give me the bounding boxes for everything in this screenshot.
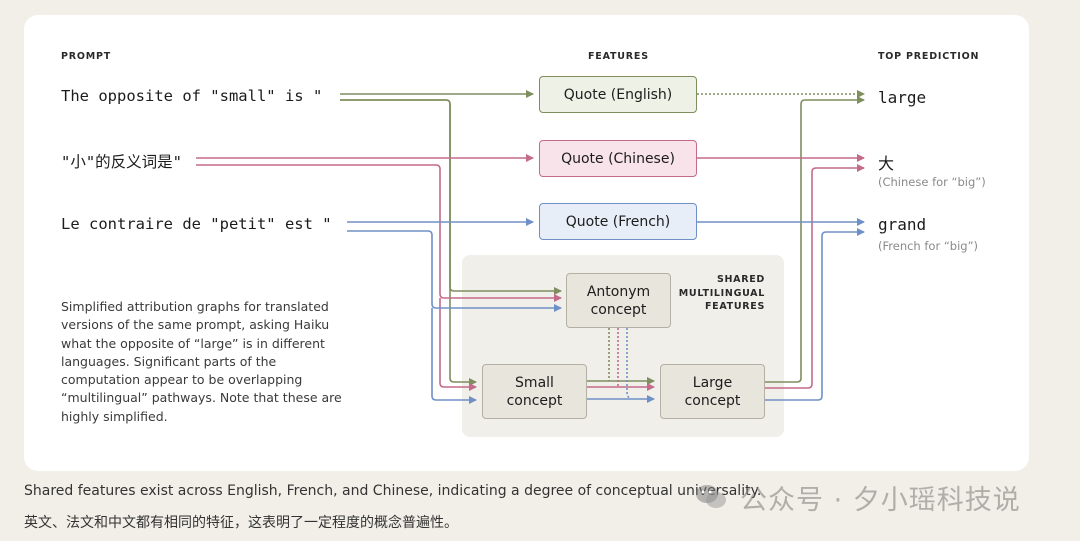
wire-fr-to-antonym [347, 230, 562, 312]
wire-zh-to-antonym [196, 164, 562, 302]
prompt-header: PROMPT [61, 51, 112, 62]
prompt-french: Le contraire de "petit" est " [61, 215, 332, 233]
antonym-concept-label: Antonym concept [586, 283, 651, 318]
watermark-text: 公众号 · 夕小瑶科技说 [740, 485, 1021, 516]
shared-multilingual-label: SHARED MULTILINGUAL FEATURES [678, 274, 765, 312]
quote-chinese-feature: Quote (Chinese) [539, 140, 697, 177]
diagram-description: Simplified attribution graphs for transl… [61, 299, 342, 424]
prompt-chinese: "小"的反义词是" [61, 153, 182, 171]
quote-french-feature: Quote (French) [539, 203, 697, 240]
large-concept-label: Large concept [684, 374, 741, 409]
wire-large-to-grand [765, 228, 865, 401]
prompt-english: The opposite of "small" is " [61, 87, 323, 105]
wire-fr-to-small [431, 308, 477, 404]
quote-english-label: Quote (English) [563, 86, 673, 103]
small-concept-feature: Small concept [482, 364, 587, 419]
antonym-concept-feature: Antonym concept [566, 273, 671, 328]
quote-french-label: Quote (French) [565, 213, 671, 230]
prediction-chinese: 大 [878, 154, 895, 173]
prediction-french: grand [878, 215, 927, 234]
prediction-chinese-note: (Chinese for “big”) [878, 175, 986, 189]
top-prediction-header: TOP PREDICTION [878, 51, 980, 62]
prediction-french-note: (French for “big”) [878, 239, 979, 253]
wire-large-to-large [765, 96, 865, 383]
large-concept-feature: Large concept [660, 364, 765, 419]
wire-en-to-small [340, 99, 477, 386]
prediction-english: large [878, 88, 927, 107]
caption-chinese: 英文、法文和中文都有相同的特征，这表明了一定程度的概念普遍性。 [24, 515, 458, 531]
wire-zh-to-small [439, 298, 477, 391]
wire-antonym-to-small-fr [626, 328, 631, 400]
caption-english: Shared features exist across English, Fr… [24, 483, 762, 499]
features-header: FEATURES [588, 51, 649, 62]
wechat-icon [696, 485, 726, 508]
small-concept-label: Small concept [506, 374, 563, 409]
wire-large-to-da [765, 164, 865, 389]
quote-chinese-label: Quote (Chinese) [561, 150, 675, 167]
quote-english-feature: Quote (English) [539, 76, 697, 113]
